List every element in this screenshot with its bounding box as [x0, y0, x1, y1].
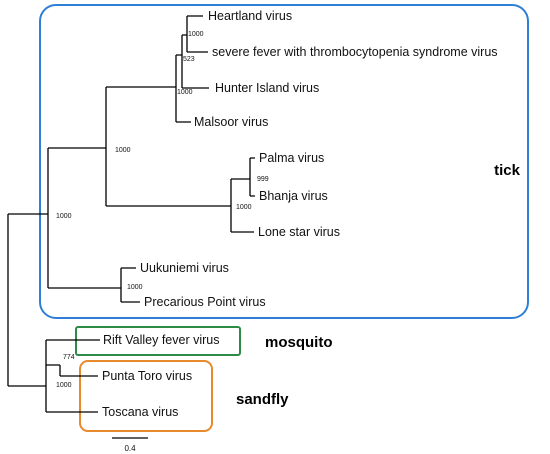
leaf-lone-star-virus: Lone star virus — [258, 225, 340, 239]
leaf-heartland-virus: Heartland virus — [208, 9, 292, 23]
group-label-tick: tick — [494, 162, 521, 179]
leaf-bhanja-virus: Bhanja virus — [259, 189, 328, 203]
tick-upper-branch — [48, 87, 107, 206]
sandfly-group-box — [79, 360, 213, 432]
uukuniemi-clade-branch — [48, 267, 140, 303]
bootstrap-phlebo-clade: 1000 — [177, 89, 193, 96]
tick-group-box — [39, 4, 529, 319]
bootstrap-bhanja-clade: 1000 — [236, 204, 252, 211]
leaf-uukuniemi-virus: Uukuniemi virus — [140, 261, 229, 275]
bootstrap-uukuniemi-clade: 1000 — [127, 284, 143, 291]
leaf-rift-valley-fever-virus: Rift Valley fever virus — [103, 333, 219, 347]
heartland-hunter-branch — [176, 35, 209, 89]
bootstrap-heartland-hunter: 523 — [183, 56, 195, 63]
scale-bar-label: 0.4 — [124, 444, 136, 453]
bootstrap-sandfly-clade: 1000 — [56, 382, 72, 389]
group-label-sandfly: sandfly — [236, 391, 289, 408]
leaf-precarious-point-virus: Precarious Point virus — [144, 295, 266, 309]
bootstrap-heartland-sfts: 1000 — [188, 31, 204, 38]
heartland-sfts-branch — [182, 15, 208, 53]
bootstrap-tick-upper: 1000 — [115, 147, 131, 154]
group-label-mosquito: mosquito — [265, 334, 333, 351]
leaf-toscana-virus: Toscana virus — [102, 405, 178, 419]
bootstrap-palma-bhanja: 999 — [257, 176, 269, 183]
leaf-malsoor-virus: Malsoor virus — [194, 115, 268, 129]
bootstrap-tick-root: 1000 — [56, 213, 72, 220]
leaf-sfts-virus: severe fever with thrombocytopenia syndr… — [212, 45, 498, 59]
tick-clade-branch — [8, 148, 49, 288]
phlebo-clade-branch — [106, 55, 191, 123]
tree-branches — [7, 15, 255, 413]
bhanja-clade-branch — [106, 179, 254, 233]
leaf-punta-toro-virus: Punta Toro virus — [102, 369, 192, 383]
leaf-palma-virus: Palma virus — [259, 151, 324, 165]
punta-toro-branch — [46, 364, 98, 377]
palma-bhanja-branch — [231, 157, 255, 197]
mosquito-group-box — [75, 326, 241, 356]
bootstrap-rvf-clade: 774 — [63, 354, 75, 361]
leaf-hunter-island-virus: Hunter Island virus — [215, 81, 319, 95]
non-tick-clade-branch — [8, 340, 47, 412]
